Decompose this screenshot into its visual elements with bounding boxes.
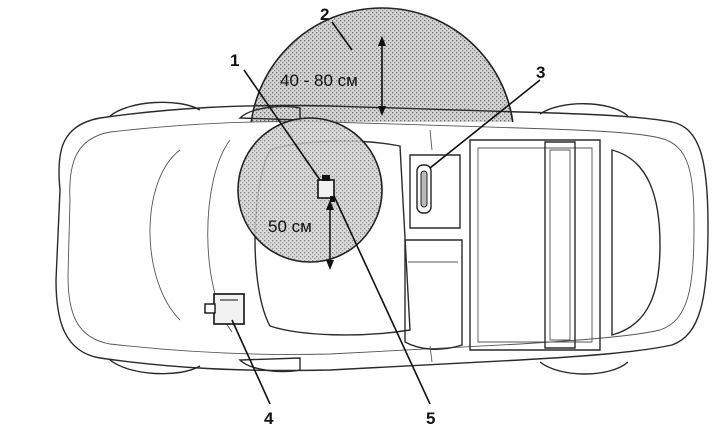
- callout-3: 3: [536, 63, 545, 82]
- callout-4: 4: [264, 409, 274, 428]
- callout-2: 2: [320, 5, 329, 24]
- car-body: [55, 101, 709, 375]
- dimension-upper: 40 - 80 см: [280, 36, 386, 116]
- callout-labels: 1 2 3 4 5: [230, 5, 545, 428]
- dimension-lower: 50 см: [268, 200, 334, 270]
- lower-zone-distance-label: 50 см: [268, 217, 312, 236]
- door-switch-component: [416, 164, 432, 214]
- control-unit: [204, 293, 245, 325]
- upper-zone-distance-label: 40 - 80 см: [280, 71, 358, 90]
- callout-1: 1: [230, 51, 239, 70]
- antenna-module: [317, 175, 335, 202]
- callout-5: 5: [426, 409, 435, 428]
- lower-reception-zone: [237, 117, 383, 263]
- leader-lines: [231, 21, 541, 405]
